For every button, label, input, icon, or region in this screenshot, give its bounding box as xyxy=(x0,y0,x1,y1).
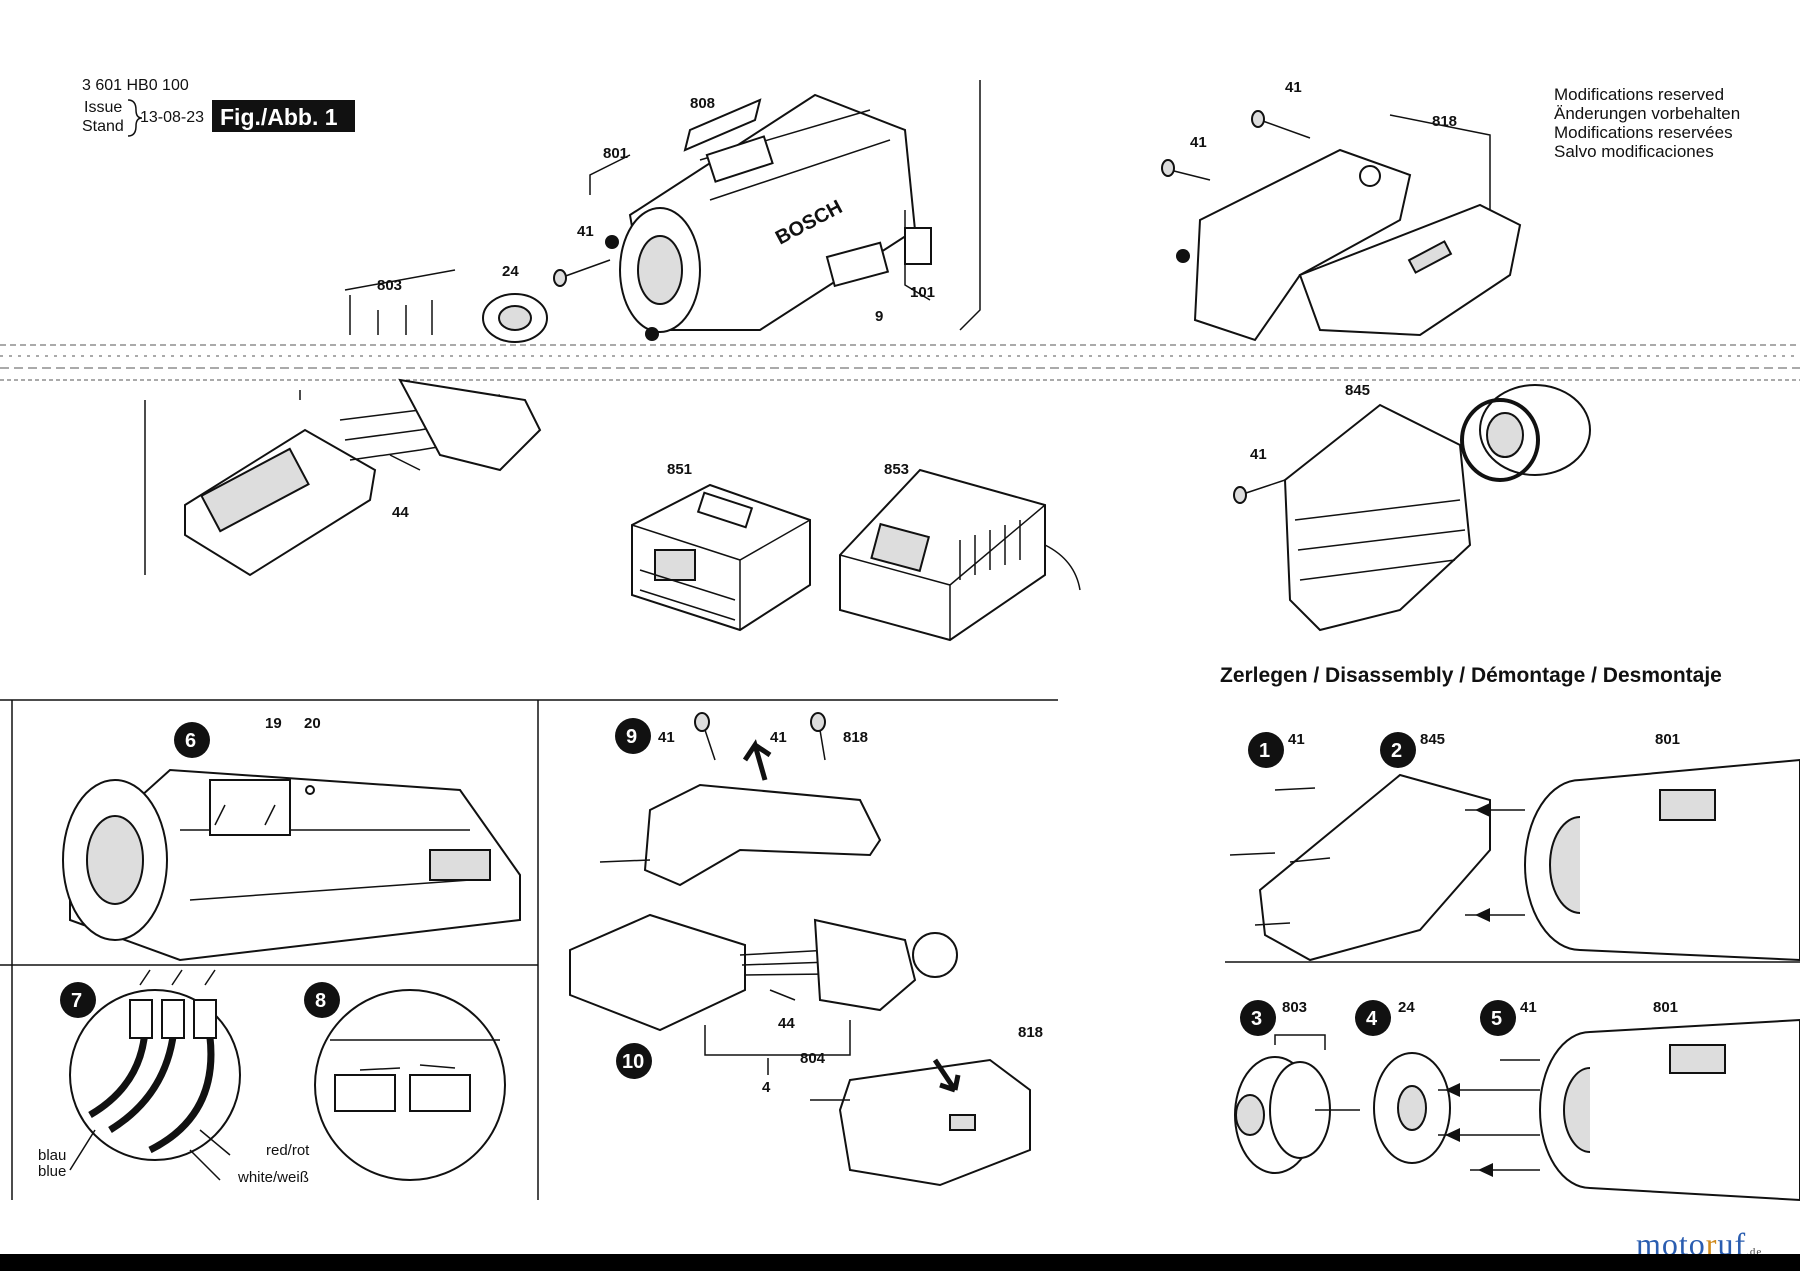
issue-date: 13-08-23 xyxy=(140,109,204,126)
issue-brace xyxy=(127,99,143,137)
part-label-4: 4 xyxy=(762,1079,771,1096)
part-label-41-d1: 41 xyxy=(1288,731,1305,748)
figure-title-box xyxy=(212,100,355,132)
part-label-44-s10: 44 xyxy=(778,1015,795,1032)
motor-housing-drawing: BOSCH xyxy=(553,80,981,341)
step-6-badge xyxy=(174,722,210,758)
step-9-badge xyxy=(615,718,651,754)
note-de: Änderungen vorbehalten xyxy=(1554,104,1740,123)
handle-cover-drawing xyxy=(1161,110,1522,342)
disassembly-step-4-badge xyxy=(1355,1000,1391,1036)
disassembly-step-2-badge xyxy=(1380,732,1416,768)
disassembly-step-5-number: 5 xyxy=(1491,1008,1502,1030)
logo-part-b: r xyxy=(1705,1226,1718,1262)
battery-pack-drawing xyxy=(631,483,811,632)
step-10-drawing xyxy=(569,913,1031,1187)
disassembly-title: Zerlegen / Disassembly / Démontage / Des… xyxy=(1220,664,1722,687)
part-label-41-s9a: 41 xyxy=(658,729,675,746)
part-label-44-top: 44 xyxy=(392,504,409,521)
part-label-801: 801 xyxy=(603,145,628,162)
step-9-drawing xyxy=(599,712,882,887)
wire-label-blau: blau xyxy=(38,1147,66,1164)
step-9-number: 9 xyxy=(626,726,637,748)
part-label-24-d4: 24 xyxy=(1398,999,1415,1016)
part-label-101: 101 xyxy=(910,284,935,301)
disassembly-step-1-number: 1 xyxy=(1259,740,1270,762)
stand-label: Stand xyxy=(82,118,124,135)
note-en: Modifications reserved xyxy=(1554,85,1724,104)
step-10-badge xyxy=(616,1043,652,1079)
step-7-drawing xyxy=(69,969,241,1181)
part-label-41-r1: 41 xyxy=(1285,79,1302,96)
part-label-801-d5: 801 xyxy=(1653,999,1678,1016)
step-8-badge xyxy=(304,982,340,1018)
step-6-drawing xyxy=(62,768,521,962)
disassembly-step-3-number: 3 xyxy=(1251,1008,1262,1030)
wire-label-red: red/rot xyxy=(266,1142,310,1159)
note-fr: Modifications reservées xyxy=(1554,123,1733,142)
part-label-804: 804 xyxy=(800,1050,826,1067)
wire-label-white: white/weiß xyxy=(237,1169,309,1186)
issue-label: Issue xyxy=(84,99,122,116)
bearing-ring-drawing xyxy=(344,269,548,343)
part-label-20: 20 xyxy=(304,715,321,732)
part-label-818-s9: 818 xyxy=(843,729,868,746)
figure-title: Fig./Abb. 1 xyxy=(220,104,338,130)
part-label-845-d2: 845 xyxy=(1420,731,1445,748)
part-label-24-top: 24 xyxy=(502,263,519,280)
part-label-41-s9b: 41 xyxy=(770,729,787,746)
note-es: Salvo modificaciones xyxy=(1554,142,1714,161)
step-7-number: 7 xyxy=(71,990,82,1012)
part-label-803-top: 803 xyxy=(377,277,402,294)
part-label-41-r3: 41 xyxy=(1250,446,1267,463)
part-label-851: 851 xyxy=(667,461,692,478)
part-label-845-top: 845 xyxy=(1345,382,1370,399)
charger-drawing xyxy=(839,468,1081,642)
step-8-number: 8 xyxy=(315,990,326,1012)
part-label-803-d3: 803 xyxy=(1282,999,1307,1016)
part-label-853: 853 xyxy=(884,461,909,478)
part-label-801-d2: 801 xyxy=(1655,731,1680,748)
part-label-41-d5: 41 xyxy=(1520,999,1537,1016)
gear-head-drawing xyxy=(1233,384,1591,632)
step-10-number: 10 xyxy=(622,1051,644,1073)
disassembly-step-4-number: 4 xyxy=(1366,1008,1378,1030)
part-label-818-top: 818 xyxy=(1432,113,1457,130)
part-label-818-s10: 818 xyxy=(1018,1024,1043,1041)
wire-label-blue: blue xyxy=(38,1163,66,1180)
switch-module-drawing xyxy=(144,378,542,577)
disassembly-step-1-badge xyxy=(1248,732,1284,768)
part-label-9: 9 xyxy=(875,308,883,325)
bottom-black-bar xyxy=(0,1254,1800,1271)
step-6-number: 6 xyxy=(185,730,196,752)
disassembly-step-5-badge xyxy=(1480,1000,1516,1036)
part-label-41-r2: 41 xyxy=(1190,134,1207,151)
part-label-41-top: 41 xyxy=(577,223,594,240)
part-number: 3 601 HB0 100 xyxy=(82,77,189,94)
scan-artifact-band xyxy=(0,344,1800,381)
part-label-808: 808 xyxy=(690,95,715,112)
step-8-drawing xyxy=(314,989,506,1181)
disassembly-step-1-2-drawing xyxy=(1229,758,1800,962)
disassembly-step-3-badge xyxy=(1240,1000,1276,1036)
disassembly-step-3-5-drawing xyxy=(1234,1018,1800,1202)
step-7-badge xyxy=(60,982,96,1018)
part-label-19: 19 xyxy=(265,715,282,732)
disassembly-step-2-number: 2 xyxy=(1391,740,1402,762)
